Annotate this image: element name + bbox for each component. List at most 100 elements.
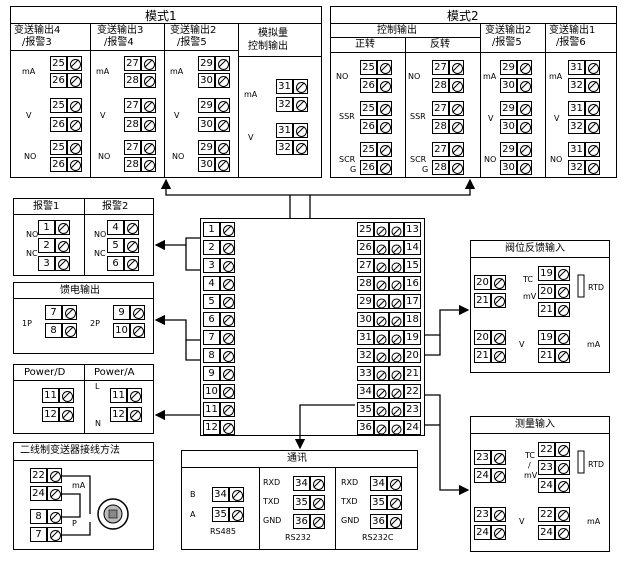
measure-terminal-22: 22: [538, 442, 570, 457]
valve-terminal-19: 19: [538, 266, 570, 281]
measure-title: 测量输入: [515, 419, 555, 430]
measure-RTD: RTD: [588, 460, 605, 469]
measure-terminal-24b: 24: [538, 478, 570, 493]
terminal-row: 28 16: [357, 276, 421, 291]
mode1-terminal-28b: 28: [124, 117, 156, 132]
mode2-col4-sub: /报警6: [556, 37, 586, 48]
screw-icon: [220, 258, 235, 273]
terminal-13: 13: [404, 222, 421, 237]
mode2-G-1: G: [350, 165, 357, 174]
mode2-title: 模式2: [447, 9, 479, 23]
measure-terminal-24d: 24: [538, 525, 570, 540]
comm-B: B: [190, 490, 196, 499]
terminal-28: 28: [357, 276, 374, 291]
feed-terminal-8: 8: [45, 323, 77, 338]
mode1-terminal-26c: 26: [50, 157, 82, 172]
comm-232c-terminal-34: 34: [370, 476, 402, 491]
mode2-terminal-31: 31: [568, 60, 600, 75]
terminal-20: 20: [404, 348, 421, 363]
comm-232-TXD: TXD: [263, 497, 280, 506]
mode2-col3-sub: /报警5: [492, 37, 522, 48]
mode2-ctrl-label: 控制输出: [377, 25, 417, 36]
comm-232c-RXD: RXD: [341, 478, 359, 487]
comm-rs232c-label: RS232C: [362, 533, 394, 542]
mode1-col1-label: 变送输出4: [14, 25, 61, 36]
valve-terminal-19c: 19: [538, 330, 570, 345]
feed-1P: 1P: [22, 319, 32, 328]
mode2-col3-label: 变送输出2: [485, 25, 532, 36]
mode2-terminal-31c: 31: [568, 142, 600, 157]
mode2-terminal-30b: 30: [500, 119, 532, 134]
mode2-NO-1: NO: [336, 72, 349, 81]
comm-title: 通讯: [287, 453, 307, 464]
screw-icon: [220, 240, 235, 255]
screw-icon: [389, 330, 404, 345]
comm-232c-terminal-35: 35: [370, 495, 402, 510]
mode1-terminal-29: 29: [198, 56, 230, 71]
valve-mA: mA: [587, 340, 601, 349]
mode2-terminal-32: 32: [568, 78, 600, 93]
terminal-29: 29: [357, 294, 374, 309]
screw-icon: [220, 276, 235, 291]
terminal-16: 16: [404, 276, 421, 291]
screw-icon: [389, 348, 404, 363]
terminal-30: 30: [357, 312, 374, 327]
mode2-mA-3: mA: [483, 72, 497, 81]
screw-icon: [374, 240, 389, 255]
comm-485-terminal-35: 35: [212, 507, 244, 522]
comm-rs485-label: RS485: [210, 527, 236, 536]
terminal-1: 1: [203, 222, 235, 237]
screw-icon: [220, 348, 235, 363]
terminal-25: 25: [357, 222, 374, 237]
comm-232-terminal-36: 36: [293, 514, 325, 529]
terminal-27: 27: [357, 258, 374, 273]
comm-232-GND: GND: [263, 516, 282, 525]
terminal-31: 31: [357, 330, 374, 345]
mode1-terminal-31b: 31: [276, 123, 308, 138]
alarm-NC-2: NC: [94, 249, 106, 258]
screw-icon: [374, 312, 389, 327]
valve-terminal-21b: 21: [538, 302, 570, 317]
screw-icon: [389, 402, 404, 417]
screw-icon: [220, 402, 235, 417]
alarm2-title: 报警2: [102, 201, 129, 212]
mode1-NO-2: NO: [98, 152, 111, 161]
feed-2P: 2P: [90, 319, 100, 328]
mode2-terminal-28c: 28: [432, 160, 464, 175]
screw-icon: [220, 420, 235, 435]
mode1-col3-label: 变送输出2: [170, 25, 217, 36]
valve-title: 阀位反馈输入: [505, 243, 565, 254]
mode1-terminal-27b: 27: [124, 98, 156, 113]
mode1-mA-1: mA: [22, 67, 36, 76]
mode1-terminal-25: 25: [50, 56, 82, 71]
terminal-26: 26: [357, 240, 374, 255]
terminal-36: 36: [357, 420, 374, 435]
mode2-terminal-27c: 27: [432, 142, 464, 157]
mode2-SSR-1: SSR: [339, 112, 355, 121]
alarm-NC-1: NC: [26, 249, 38, 258]
mode1-NO-1: NO: [24, 152, 37, 161]
mode2-terminal-26b: 26: [360, 119, 392, 134]
mode2-col4-label: 变送输出1: [549, 25, 596, 36]
terminal-11: 11: [203, 402, 235, 417]
mode2-terminal-25c: 25: [360, 142, 392, 157]
terminal-4-label: 4: [203, 276, 220, 291]
mode1-terminal-30b: 30: [198, 117, 230, 132]
power-a-terminal-11: 11: [110, 388, 142, 403]
screw-icon: [389, 294, 404, 309]
terminal-4: 4: [203, 276, 235, 291]
terminal-3: 3: [203, 258, 235, 273]
measure-mA: mA: [587, 517, 601, 526]
terminal-21: 21: [404, 366, 421, 381]
terminal-22: 22: [404, 384, 421, 399]
mode1-terminal-29b: 29: [198, 98, 230, 113]
mode1-terminal-26: 26: [50, 73, 82, 88]
mode1-terminal-30: 30: [198, 73, 230, 88]
power-a-terminal-12: 12: [110, 407, 142, 422]
terminal-32: 32: [357, 348, 374, 363]
